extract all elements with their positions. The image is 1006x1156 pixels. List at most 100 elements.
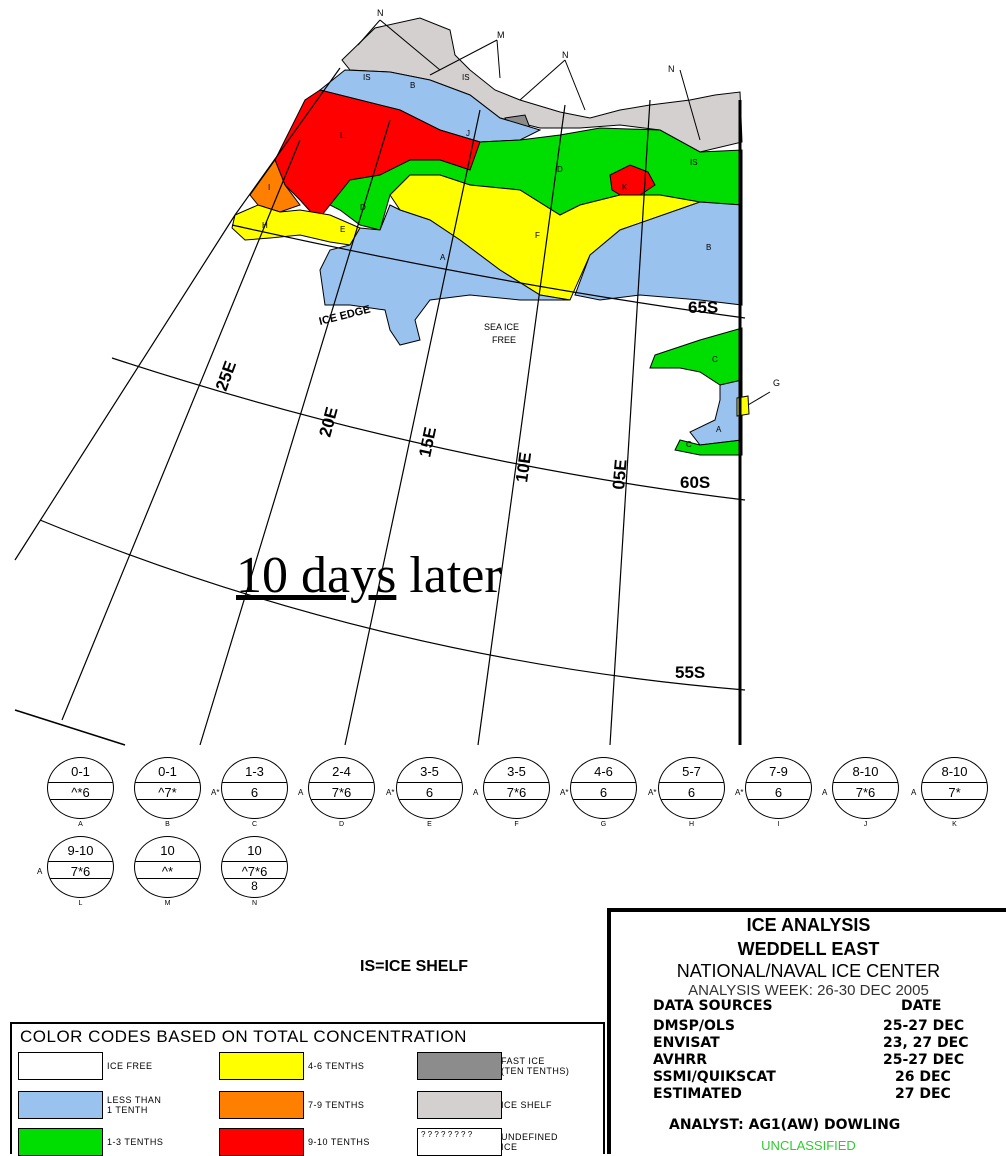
latitude-line-65s: [231, 224, 746, 319]
latitude-line-55s: [39, 519, 746, 691]
analysis-info-box: ICE ANALYSIS WEDDELL EAST NATIONAL/NAVAL…: [607, 908, 1006, 1154]
egg-divider: [922, 799, 987, 800]
ice-shelf-code: IS: [363, 73, 371, 82]
data-source-name: ESTIMATED: [653, 1086, 742, 1102]
egg-prefix: A: [822, 788, 828, 797]
data-source-date: 23, 27 DEC: [883, 1035, 969, 1051]
region-letter: C: [686, 440, 692, 449]
nine-ten-tenths-K: [609, 164, 656, 199]
egg-code-j: 8-10 7*6 A J: [822, 757, 899, 828]
map-frame-southwest: [14, 709, 126, 746]
egg-divider: [222, 861, 287, 862]
longitude-line-05e: [609, 99, 651, 746]
legend-label: 1-3 TENTHS: [107, 1137, 164, 1147]
egg-divider: [571, 799, 636, 800]
egg-prefix: A: [473, 788, 479, 797]
sea-ice-free-label: FREE: [492, 335, 516, 345]
legend-label: 4-6 TENTHS: [308, 1061, 365, 1071]
legend-label: 9-10 TENTHS: [308, 1137, 370, 1147]
lon-label-15e: 15E: [415, 425, 440, 459]
egg-letter: B: [165, 821, 170, 828]
ice-shelf-code: IS: [690, 158, 698, 167]
one-three-tenths-C-south: [674, 439, 743, 456]
legend-title: COLOR CODES BASED ON TOTAL CONCENTRATION: [20, 1027, 467, 1046]
egg-letter: N: [251, 900, 258, 907]
longitude-line-25e: [61, 139, 301, 721]
region-letter: F: [535, 231, 540, 240]
data-source-date: 26 DEC: [895, 1069, 951, 1085]
region-letter: K: [622, 183, 628, 192]
legend-swatch: [18, 1052, 103, 1080]
egg-divider: [833, 799, 898, 800]
egg-letter: M: [164, 900, 171, 907]
region-letter: L: [340, 131, 345, 140]
lat-label-55s: 55S: [675, 663, 705, 682]
egg-divider: [484, 782, 549, 783]
egg-letter: K: [952, 821, 957, 828]
egg-letter: C: [251, 821, 258, 828]
egg-prefix: A: [37, 867, 43, 876]
egg-letter: L: [78, 900, 83, 907]
egg-prefix: A: [911, 788, 917, 797]
color-code-legend: COLOR CODES BASED ON TOTAL CONCENTRATION…: [10, 1022, 605, 1156]
lon-label-25e: 25E: [212, 358, 240, 393]
egg-prefix: A*: [211, 788, 220, 797]
sea-ice-free-label: SEA ICE: [484, 322, 519, 332]
egg-divider: [135, 782, 200, 783]
region-letter: H: [262, 221, 268, 230]
egg-divider: [659, 782, 724, 783]
egg-divider: [135, 861, 200, 862]
data-source-name: DMSP/OLS: [653, 1018, 735, 1034]
egg-letter: J: [863, 821, 868, 828]
egg-divider: [222, 782, 287, 783]
lat-label-65s: 65S: [688, 298, 718, 317]
analyst: ANALYST: AG1(AW) DOWLING: [669, 1117, 901, 1133]
egg-stage-code: ^*6: [71, 785, 90, 800]
egg-divider: [222, 799, 287, 800]
callout-letter-n: N: [668, 64, 675, 74]
egg-divider: [48, 878, 113, 879]
egg-divider: [397, 782, 462, 783]
egg-oval: 0-1^*6: [47, 757, 114, 819]
lat-label-60s: 60S: [680, 473, 710, 492]
egg-prefix: A: [298, 788, 304, 797]
callout-letters: N M N N G: [377, 8, 780, 388]
egg-prefix: A*: [735, 788, 744, 797]
egg-oval: 8-10 7*6: [832, 757, 899, 819]
region-letter: B: [410, 81, 415, 90]
egg-concentration: 2-4: [332, 764, 351, 779]
egg-divider: [746, 799, 811, 800]
egg-divider: [484, 799, 549, 800]
egg-stage-code: 6: [774, 785, 783, 800]
egg-stage-code: 7*6: [855, 785, 876, 800]
one-three-tenths-C: [649, 327, 743, 386]
egg-concentration: 0-1: [71, 764, 90, 779]
egg-divider: [659, 799, 724, 800]
overlay-caption-rest: later: [396, 547, 502, 604]
egg-oval: 0-1^7*: [134, 757, 201, 819]
longitude-line-20e: [199, 119, 391, 746]
data-source-date: 25-27 DEC: [883, 1018, 965, 1034]
egg-concentration: 9-10: [67, 843, 94, 858]
lon-label-20e: 20E: [316, 405, 342, 439]
egg-concentration: 8-10: [852, 764, 879, 779]
region-letter: D: [557, 165, 563, 174]
callout-letter-n: N: [377, 8, 384, 18]
legend-swatch: [18, 1128, 103, 1156]
data-source-name: SSMI/QUIKSCAT: [653, 1069, 776, 1085]
egg-divider: [922, 782, 987, 783]
egg-letter: I: [777, 821, 780, 828]
egg-stage-code: ^*: [161, 864, 174, 879]
egg-concentration: 7-9: [769, 764, 788, 779]
